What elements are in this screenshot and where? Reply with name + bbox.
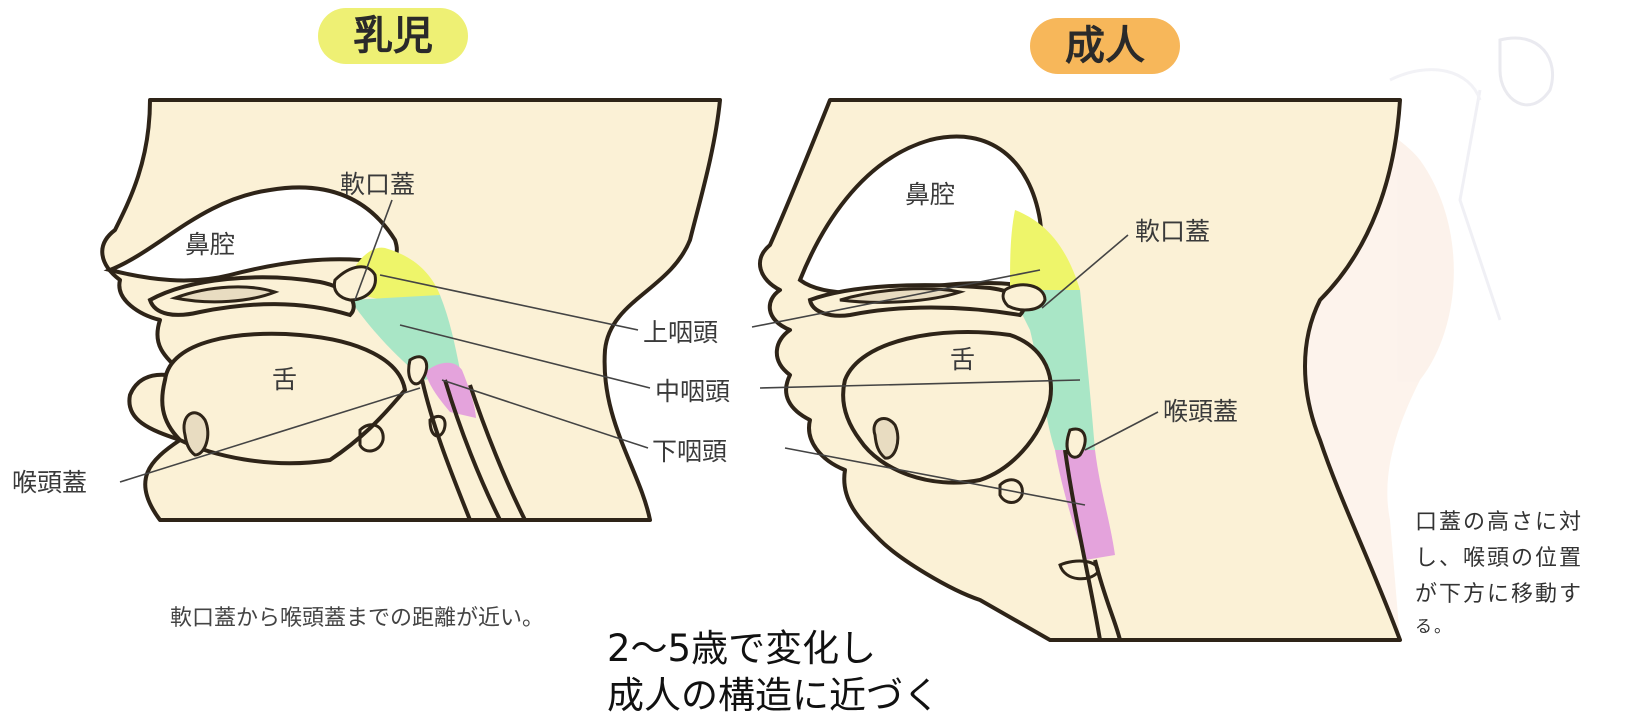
infant-head — [100, 98, 722, 522]
adult-note-line4: る。 — [1415, 617, 1453, 637]
upper-pharynx-label: 上咽頭 — [643, 318, 719, 347]
adult-head — [758, 98, 1402, 642]
infant-lower-pharynx-region — [425, 362, 476, 418]
infant-tongue-label: 舌 — [272, 365, 298, 394]
adult-soft-palate-label: 軟口蓋 — [1135, 217, 1211, 246]
adult-tongue-label: 舌 — [950, 345, 976, 374]
infant-mid-pharynx-region — [350, 295, 460, 380]
infant-tongue — [160, 331, 408, 466]
infant-nasal-cavity-label: 鼻腔 — [185, 230, 236, 259]
adult-title-badge: 成人 — [1030, 18, 1180, 74]
lower-pharynx-label: 下咽頭 — [652, 437, 728, 466]
infant-soft-palate-label: 軟口蓋 — [340, 170, 416, 199]
mid-pharynx-label: 中咽頭 — [655, 377, 731, 406]
adult-epiglottis-label: 喉頭蓋 — [1163, 397, 1239, 426]
leader-lines — [119, 199, 1159, 506]
adult-note-line2: し、喉頭の位置 — [1415, 546, 1584, 571]
adult-note-line1: 口蓋の高さに対 — [1415, 510, 1584, 535]
infant-note: 軟口蓋から喉頭蓋までの距離が近い。 — [170, 606, 545, 631]
adult-mid-pharynx-region — [1010, 290, 1095, 450]
adult-soft-palate-region — [1010, 210, 1080, 290]
infant-epiglottis-label: 喉頭蓋 — [12, 468, 88, 497]
adult-nasal-cavity-label: 鼻腔 — [905, 180, 956, 209]
infant-title-badge: 乳児 — [318, 8, 468, 64]
change-note-line1: 2〜5歳で変化し — [607, 627, 877, 670]
adult-note-line3: が下方に移動す — [1415, 582, 1584, 607]
change-note-line2: 成人の構造に近づく — [607, 674, 940, 717]
adult-side-note: 口蓋の高さに対 し、喉頭の位置 が下方に移動す る。 — [1415, 505, 1646, 641]
